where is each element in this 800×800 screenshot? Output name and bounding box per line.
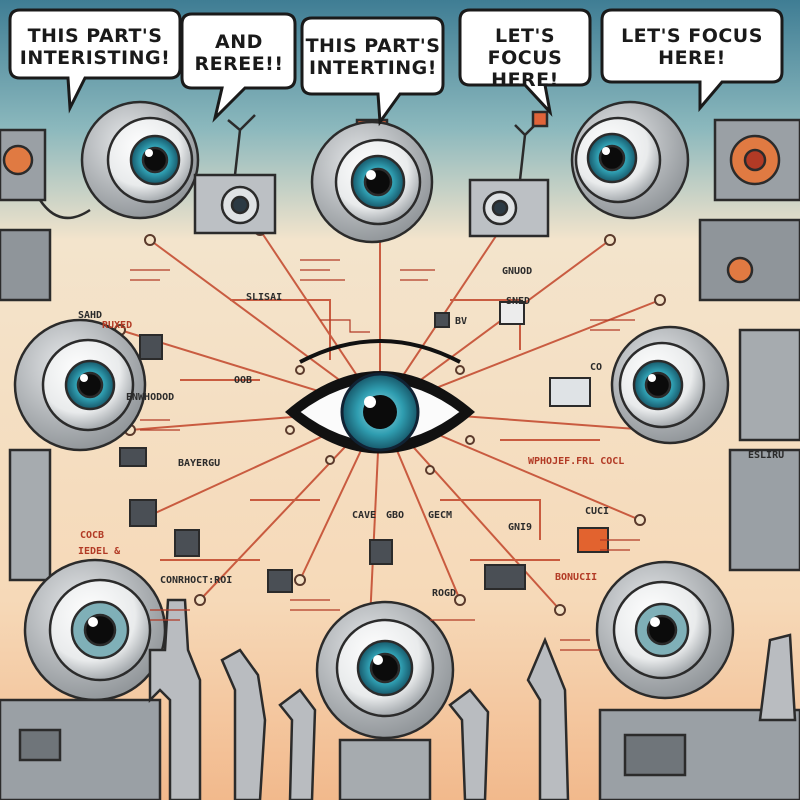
speech-bubble-5-line2: HERE! — [658, 46, 726, 69]
robot-eye-bottom-right — [595, 560, 800, 800]
speech-bubble-1-line1: THIS PART'S — [27, 25, 163, 47]
speech-bubble-5-line1: LET'S FOCUS — [621, 25, 763, 47]
speech-bubble-4: LET'S FOCUS HERE! — [462, 25, 588, 92]
robot-eye-top-left — [0, 100, 200, 302]
label-bayergu: BAYERGU — [178, 458, 221, 469]
label-sned: SNED — [506, 296, 531, 307]
label-gecm: GECM — [428, 510, 453, 521]
label-sahd: SAHD — [78, 310, 103, 321]
label-oob: OOB — [234, 375, 253, 386]
component-boxes — [119, 301, 609, 593]
central-eye — [285, 339, 475, 454]
label-cuci: CUCI — [585, 506, 610, 517]
label-cocb: COCB — [80, 530, 105, 541]
label-bonucii: BONUCII — [555, 572, 598, 583]
label-gni9: GNI9 — [508, 522, 533, 533]
speech-bubble-4-line2: HERE! — [491, 68, 559, 91]
scribble-notes — [130, 259, 640, 651]
label-gnuod: GNUOD — [502, 266, 533, 277]
label-slisai: SLISAI — [246, 292, 283, 303]
label-gbo: GBO — [386, 510, 405, 521]
speech-bubble-3: THIS PART'S INTERTING! — [305, 35, 441, 80]
label-esliru: ESLIRU — [748, 450, 785, 461]
robot-eye-mid-right — [610, 325, 800, 572]
camera-robot-right — [468, 110, 550, 238]
label-rogd: ROGD — [432, 588, 457, 599]
label-enwhodod: ENWHODOD — [126, 392, 175, 403]
label-bv: BV — [455, 316, 468, 327]
camera-robot-left — [193, 114, 277, 235]
speech-bubble-3-line1: THIS PART'S — [305, 35, 441, 57]
speech-bubble-1-line2: INTERISTING! — [19, 46, 171, 69]
speech-bubble-3-line2: INTERTING! — [309, 56, 437, 79]
robot-eye-top-center — [310, 118, 434, 244]
speech-bubble-4-line1: LET'S FOCUS — [487, 25, 563, 69]
speech-bubble-1: THIS PART'S INTERISTING! — [14, 25, 176, 70]
label-iedel: IEDEL & — [78, 546, 121, 557]
robot-eye-bottom-center — [315, 600, 455, 800]
label-cave: CAVE — [352, 510, 377, 521]
speech-bubbles-art — [8, 8, 784, 127]
robot-eye-top-right — [570, 100, 800, 302]
label-ruxed: RUXED — [102, 320, 133, 331]
robot-eye-mid-left — [8, 318, 147, 582]
label-wphojef: WPHOJEF.FRL COCL — [528, 456, 625, 467]
label-co: CO — [590, 362, 603, 373]
speech-bubble-5: LET'S FOCUS HERE! — [606, 25, 778, 70]
label-conrhoct: CONRHOCT:ROI — [160, 575, 233, 586]
speech-bubble-2-line2: REREE!! — [194, 52, 284, 75]
speech-bubble-2: AND REREE!! — [186, 31, 292, 76]
speech-bubble-2-line1: AND — [215, 31, 263, 53]
robot-hands — [148, 598, 797, 800]
